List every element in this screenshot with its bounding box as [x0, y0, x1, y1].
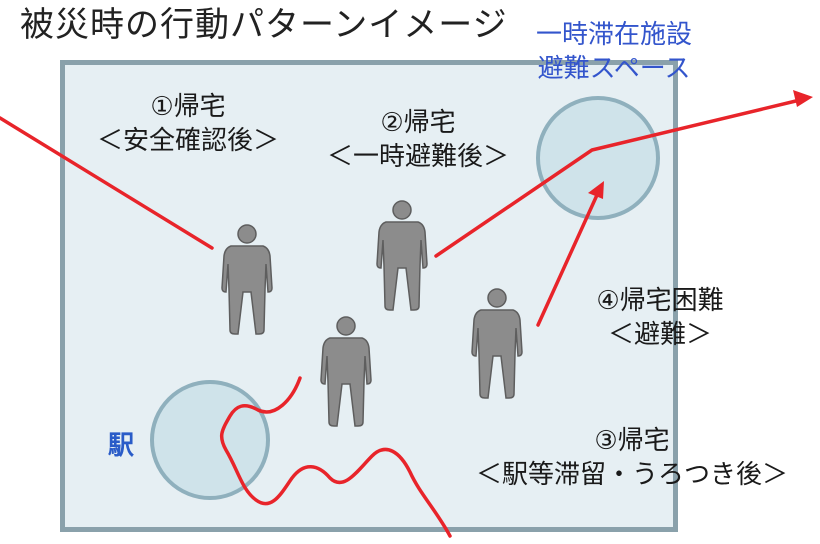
- arrow-head-4: [588, 181, 604, 199]
- route-line-1: [0, 116, 214, 250]
- pattern-1-subtitle: ＜安全確認後＞: [96, 126, 279, 156]
- route-line-3: [219, 376, 452, 538]
- pattern-2-title: ②帰宅: [380, 108, 456, 138]
- pattern-4-subtitle: ＜避難＞: [607, 320, 712, 350]
- person-figure-4: [471, 288, 523, 399]
- station-circle: [150, 380, 270, 500]
- pattern-label-1: ①帰宅 ＜安全確認後＞: [78, 90, 298, 158]
- pattern-label-2: ②帰宅 ＜一時避難後＞: [308, 106, 528, 174]
- station-label: 駅: [108, 431, 135, 461]
- pattern-3-title: ③帰宅: [594, 426, 670, 456]
- refuge-space-circle: [536, 96, 660, 220]
- route-line-2: [434, 98, 802, 258]
- pattern-label-4: ④帰宅困難 ＜避難＞: [560, 284, 760, 352]
- person-figure-1: [221, 224, 273, 335]
- diagram-title: 被災時の行動パターンイメージ: [20, 5, 508, 45]
- person-figure-3: [320, 316, 372, 427]
- refuge-space-label: 一時滞在施設 避難スペース: [536, 18, 692, 86]
- person-figure-2: [376, 200, 428, 311]
- route-line-4: [536, 193, 599, 327]
- refuge-label-line2: 避難スペース: [537, 54, 691, 84]
- pattern-3-subtitle: ＜駅等滞留・うろつき後＞: [475, 460, 788, 490]
- pattern-4-title: ④帰宅困難: [596, 286, 724, 316]
- pattern-1-title: ①帰宅: [150, 92, 226, 122]
- refuge-label-line1: 一時滞在施設: [536, 20, 693, 50]
- pattern-label-3: ③帰宅 ＜駅等滞留・うろつき後＞: [452, 424, 812, 492]
- arrow-head-2: [793, 90, 813, 107]
- pattern-2-subtitle: ＜一時避難後＞: [326, 142, 509, 172]
